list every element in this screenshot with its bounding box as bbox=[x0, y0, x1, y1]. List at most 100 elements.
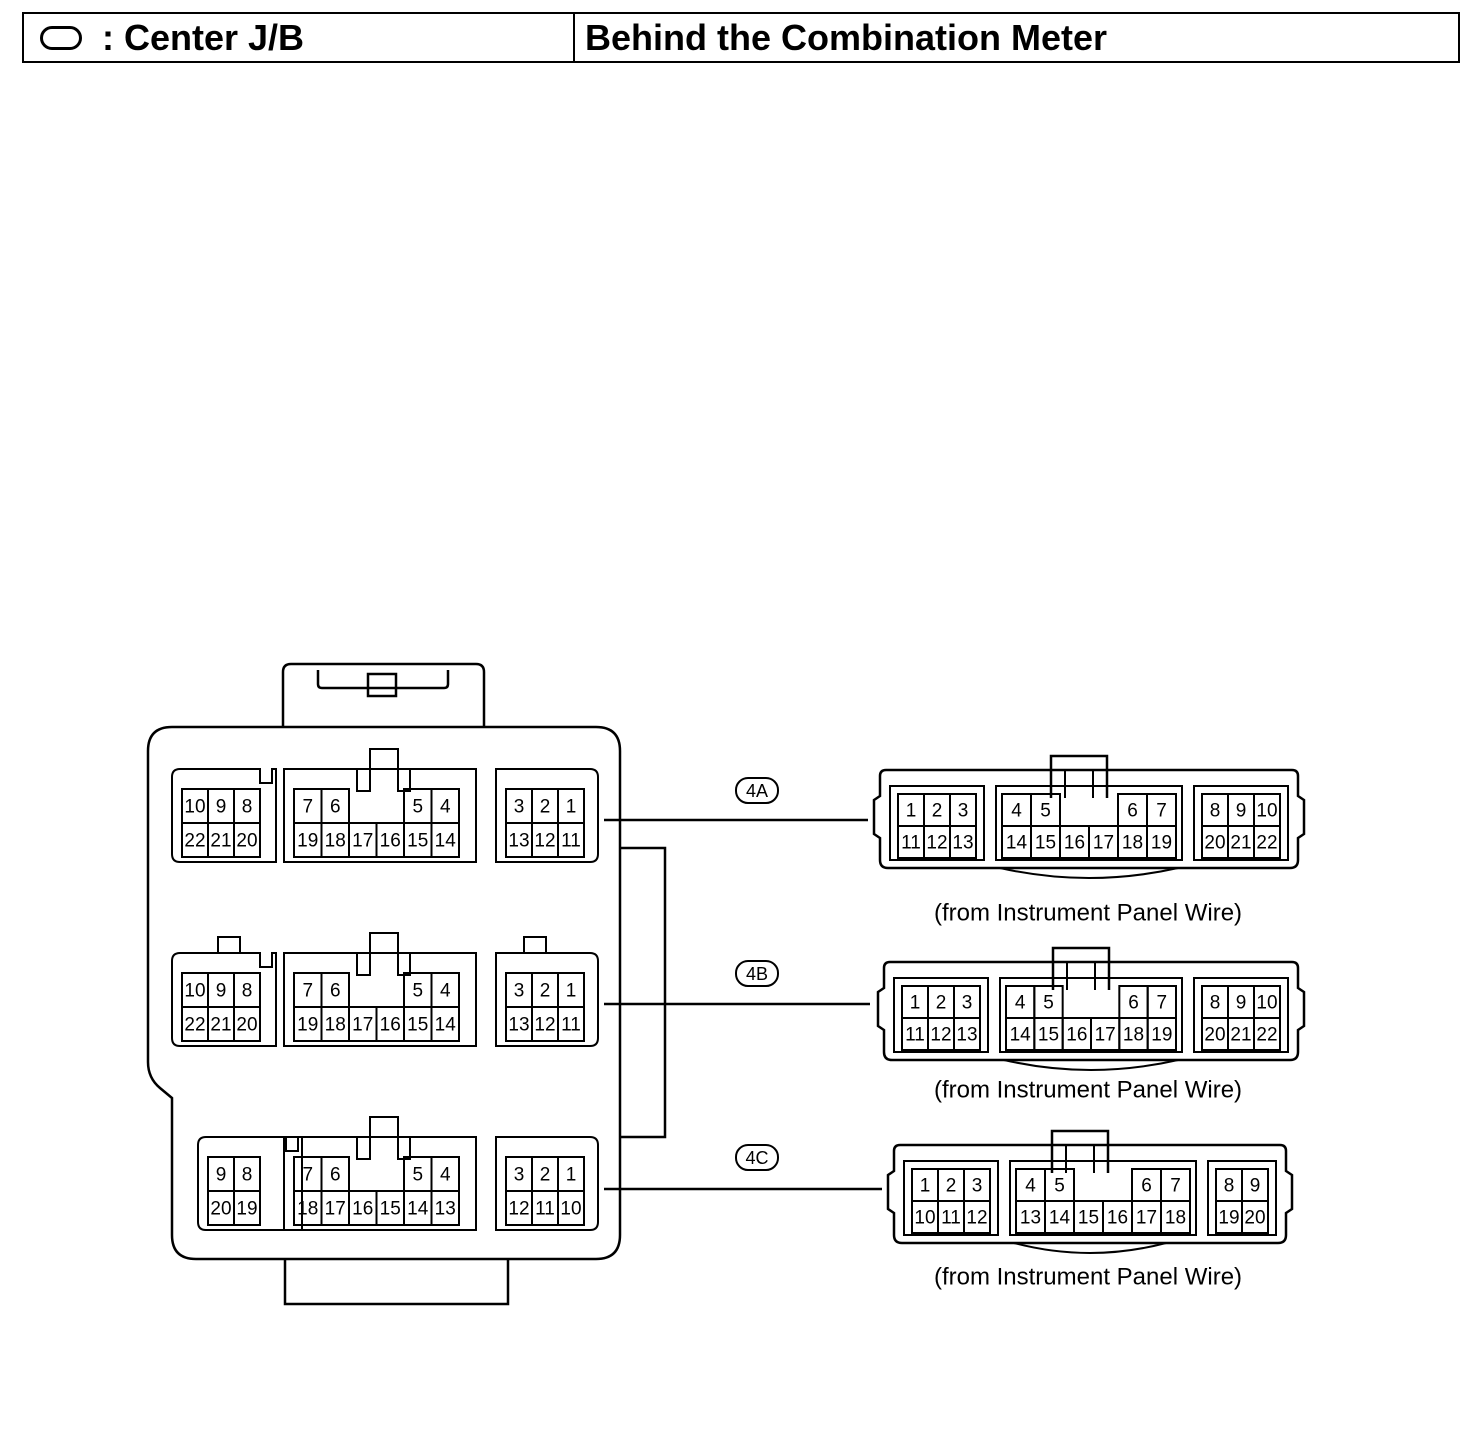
pin-4: 4 bbox=[1025, 1176, 1036, 1197]
connector-code-bubble bbox=[735, 1144, 779, 1171]
pin-15: 15 bbox=[407, 831, 428, 852]
pin-21: 21 bbox=[210, 1015, 231, 1036]
connector-mid-pocket bbox=[995, 785, 1183, 861]
pin-18: 18 bbox=[1122, 833, 1143, 854]
pin-9: 9 bbox=[216, 1165, 227, 1186]
pin-8: 8 bbox=[242, 1165, 253, 1186]
pin-16: 16 bbox=[380, 831, 401, 852]
connector-housing bbox=[876, 960, 1306, 1062]
pin-16: 16 bbox=[1107, 1208, 1128, 1229]
connector-code: 4C bbox=[745, 1148, 768, 1168]
pin-9: 9 bbox=[1250, 1176, 1261, 1197]
pin-13: 13 bbox=[435, 1199, 456, 1220]
jb-top-latch-block bbox=[366, 672, 398, 698]
connector-rail bbox=[999, 867, 1179, 879]
pin-10: 10 bbox=[1256, 801, 1277, 822]
pin-2: 2 bbox=[932, 801, 943, 822]
pin-19: 19 bbox=[1218, 1208, 1239, 1229]
pin-7: 7 bbox=[302, 797, 313, 818]
pin-18: 18 bbox=[1165, 1208, 1186, 1229]
jb-top-latch bbox=[316, 670, 450, 690]
pin-9: 9 bbox=[216, 981, 227, 1002]
pin-3: 3 bbox=[958, 801, 969, 822]
jb-bottom-tab bbox=[283, 1259, 510, 1306]
connector-rail bbox=[1013, 1242, 1167, 1254]
junction-block-body bbox=[146, 662, 882, 1306]
pin-21: 21 bbox=[210, 831, 231, 852]
pin-19: 19 bbox=[236, 1199, 257, 1220]
pin-14: 14 bbox=[435, 1015, 457, 1036]
pin-6: 6 bbox=[1128, 993, 1139, 1014]
pin-17: 17 bbox=[1095, 1025, 1116, 1046]
pin-20: 20 bbox=[1204, 1025, 1225, 1046]
pin-7: 7 bbox=[1156, 801, 1167, 822]
connector-left-pocket bbox=[893, 977, 989, 1053]
pin-16: 16 bbox=[352, 1199, 373, 1220]
pin-7: 7 bbox=[1170, 1176, 1181, 1197]
pin-3: 3 bbox=[514, 1165, 525, 1186]
pin-6: 6 bbox=[330, 981, 341, 1002]
jb-right-housing bbox=[495, 768, 599, 863]
pin-10: 10 bbox=[184, 981, 205, 1002]
connector-right-pocket bbox=[1193, 785, 1289, 861]
pin-15: 15 bbox=[1078, 1208, 1099, 1229]
pin-19: 19 bbox=[297, 831, 318, 852]
pin-12: 12 bbox=[534, 1015, 555, 1036]
connector-right-pocket bbox=[1207, 1160, 1277, 1236]
pin-4: 4 bbox=[440, 981, 451, 1002]
jb-top-tab bbox=[281, 662, 486, 727]
pin-10: 10 bbox=[1256, 993, 1277, 1014]
pin-20: 20 bbox=[1204, 833, 1225, 854]
conn-mid-cell bbox=[1160, 1200, 1191, 1234]
pin-19: 19 bbox=[1151, 833, 1172, 854]
pin-13: 13 bbox=[952, 833, 973, 854]
conn-mid-cell bbox=[1146, 1017, 1177, 1051]
connector-code: 4B bbox=[746, 964, 768, 984]
pin-17: 17 bbox=[1093, 833, 1114, 854]
pin-19: 19 bbox=[1151, 1025, 1172, 1046]
connector-left-pocket bbox=[889, 785, 985, 861]
pin-6: 6 bbox=[330, 797, 341, 818]
jb-middle-housing bbox=[283, 1136, 477, 1231]
connector-right-pocket bbox=[1193, 977, 1289, 1053]
pin-3: 3 bbox=[514, 797, 525, 818]
pin-21: 21 bbox=[1230, 1025, 1251, 1046]
pin-22: 22 bbox=[1256, 833, 1277, 854]
pin-6: 6 bbox=[1141, 1176, 1152, 1197]
connector-code: 4A bbox=[746, 781, 768, 801]
pin-5: 5 bbox=[1043, 993, 1054, 1014]
pin-8: 8 bbox=[1210, 801, 1221, 822]
pin-17: 17 bbox=[325, 1199, 346, 1220]
pin-5: 5 bbox=[1040, 801, 1051, 822]
connector-housing bbox=[872, 768, 1306, 870]
pin-17: 17 bbox=[352, 1015, 373, 1036]
pin-6: 6 bbox=[1127, 801, 1138, 822]
pin-11: 11 bbox=[905, 1025, 925, 1046]
connector-left-pocket bbox=[903, 1160, 999, 1236]
pin-20: 20 bbox=[236, 831, 257, 852]
pin-12: 12 bbox=[926, 833, 947, 854]
pin-7: 7 bbox=[1157, 993, 1168, 1014]
connector-latch bbox=[1051, 946, 1111, 990]
jb-right-housing bbox=[495, 1136, 599, 1231]
pin-14: 14 bbox=[1006, 833, 1028, 854]
pin-4: 4 bbox=[1011, 801, 1022, 822]
connector-caption: (from Instrument Panel Wire) bbox=[934, 1264, 1242, 1291]
pin-5: 5 bbox=[412, 1165, 423, 1186]
connector-caption: (from Instrument Panel Wire) bbox=[934, 900, 1242, 927]
pin-12: 12 bbox=[930, 1025, 951, 1046]
pin-5: 5 bbox=[1054, 1176, 1065, 1197]
pin-11: 11 bbox=[535, 1199, 555, 1220]
pin-10: 10 bbox=[184, 797, 205, 818]
pin-5: 5 bbox=[412, 797, 423, 818]
connector-latch bbox=[1050, 1129, 1110, 1173]
pin-21: 21 bbox=[1230, 833, 1251, 854]
pin-9: 9 bbox=[1236, 801, 1247, 822]
pin-22: 22 bbox=[184, 831, 205, 852]
pin-18: 18 bbox=[1123, 1025, 1144, 1046]
pin-12: 12 bbox=[966, 1208, 987, 1229]
jb-tab bbox=[217, 936, 241, 953]
